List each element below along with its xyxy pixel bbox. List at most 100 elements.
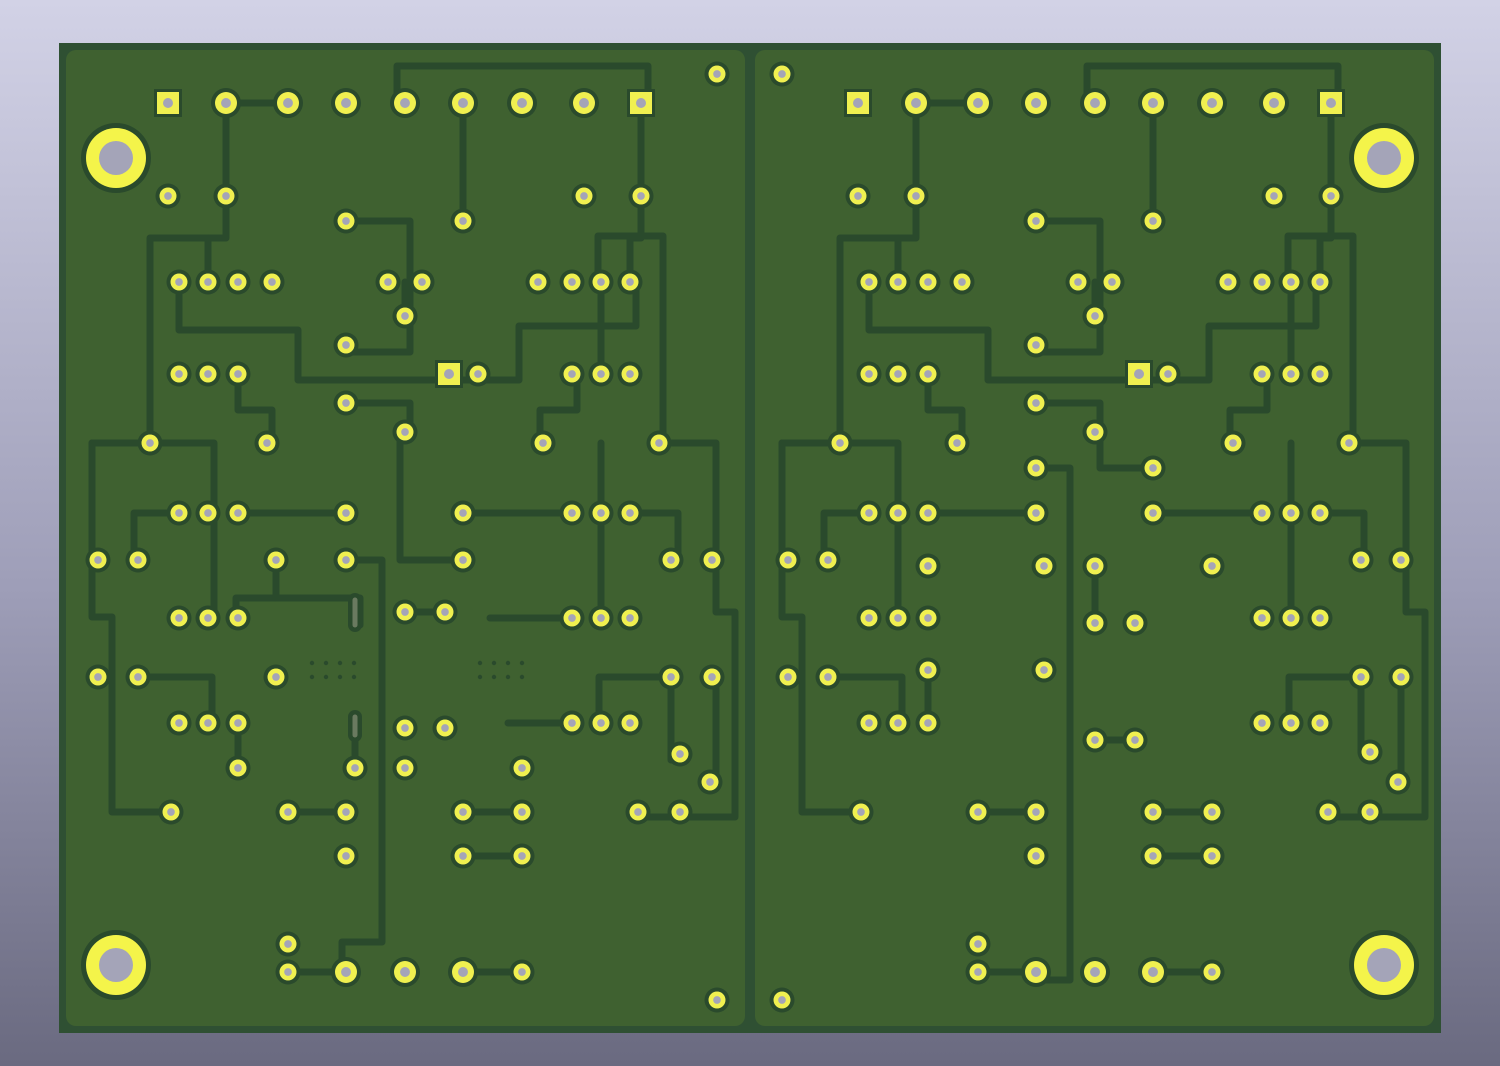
round-pad-icon — [1307, 605, 1333, 631]
round-pad-icon — [259, 269, 285, 295]
round-pad-icon — [342, 755, 368, 781]
copper-trace — [626, 509, 682, 564]
round-pad-icon — [617, 710, 643, 736]
round-pad-icon — [915, 361, 941, 387]
round-pad-icon — [1388, 664, 1414, 690]
copper-trace — [88, 439, 218, 622]
smd-dot — [491, 674, 497, 680]
round-pad-icon — [588, 710, 614, 736]
round-pad-icon — [1315, 799, 1341, 825]
round-pad-icon — [856, 500, 882, 526]
round-pad-icon — [333, 843, 359, 869]
round-pad-icon — [699, 547, 725, 573]
round-pad-icon — [769, 61, 795, 87]
copper-trace — [924, 370, 966, 447]
round-pad-icon — [1023, 208, 1049, 234]
copper-trace — [338, 556, 386, 976]
round-pad-icon — [915, 500, 941, 526]
copper-trace — [1316, 509, 1368, 564]
smd-dot — [309, 674, 315, 680]
round-pad-icon — [1082, 303, 1108, 329]
round-pad-icon — [166, 361, 192, 387]
round-pad-icon — [944, 430, 970, 456]
round-pad-icon — [617, 605, 643, 631]
round-pad-icon — [845, 183, 871, 209]
copper-trace — [130, 509, 183, 564]
round-pad-icon — [263, 664, 289, 690]
round-pad-icon — [195, 710, 221, 736]
round-pad-icon — [885, 710, 911, 736]
round-pad-icon — [1082, 727, 1108, 753]
copper-trace — [1135, 278, 1320, 384]
mounting-hole-layer — [81, 123, 1419, 1000]
round-pad-icon — [1336, 430, 1362, 456]
round-pad-icon — [1065, 269, 1091, 295]
round-pad-icon — [949, 269, 975, 295]
round-pad-icon — [333, 799, 359, 825]
round-pad-icon — [1278, 269, 1304, 295]
round-pad-icon — [1082, 553, 1108, 579]
round-pad-icon — [1140, 208, 1166, 234]
round-pad-icon — [333, 500, 359, 526]
round-pad-icon — [509, 799, 535, 825]
round-pad-icon — [1199, 799, 1225, 825]
round-pad-icon — [704, 987, 730, 1013]
round-pad-icon — [915, 605, 941, 631]
round-pad-icon — [965, 959, 991, 985]
round-pad-icon — [1138, 957, 1168, 987]
round-pad-icon — [965, 931, 991, 957]
round-pad-icon — [658, 664, 684, 690]
round-pad-icon — [450, 547, 476, 573]
round-pad-icon — [559, 500, 585, 526]
pad-layer — [85, 61, 1414, 1013]
round-pad-icon — [392, 715, 418, 741]
copper-trace — [595, 673, 675, 727]
round-pad-icon — [901, 88, 931, 118]
round-pad-icon — [1031, 553, 1057, 579]
round-pad-icon — [1385, 769, 1411, 795]
round-pad-icon — [915, 710, 941, 736]
round-pad-icon — [1140, 843, 1166, 869]
round-pad-icon — [390, 88, 420, 118]
smd-dot — [337, 674, 343, 680]
square-pad-icon — [154, 89, 182, 117]
round-pad-icon — [625, 799, 651, 825]
round-pad-icon — [166, 500, 192, 526]
round-pad-icon — [1023, 500, 1049, 526]
round-pad-icon — [275, 931, 301, 957]
round-pad-icon — [1278, 500, 1304, 526]
round-pad-icon — [1140, 799, 1166, 825]
mounting-hole-icon — [81, 930, 151, 1000]
square-pad-icon — [844, 89, 872, 117]
round-pad-icon — [1021, 88, 1051, 118]
mounting-hole-icon — [1349, 930, 1419, 1000]
round-pad-icon — [432, 599, 458, 625]
round-pad-icon — [885, 500, 911, 526]
round-pad-icon — [333, 332, 359, 358]
round-pad-icon — [392, 599, 418, 625]
round-pad-icon — [1249, 269, 1275, 295]
round-pad-icon — [450, 799, 476, 825]
round-pad-icon — [1199, 959, 1225, 985]
round-pad-icon — [225, 710, 251, 736]
round-pad-icon — [409, 269, 435, 295]
round-pad-icon — [158, 799, 184, 825]
mounting-hole-icon — [81, 123, 151, 193]
round-pad-icon — [1197, 88, 1227, 118]
round-pad-icon — [1082, 419, 1108, 445]
round-pad-icon — [569, 88, 599, 118]
round-pad-icon — [530, 430, 556, 456]
round-pad-icon — [275, 799, 301, 825]
round-pad-icon — [166, 605, 192, 631]
copper-trace — [146, 234, 212, 447]
round-pad-icon — [195, 361, 221, 387]
copper-trace — [824, 673, 906, 727]
round-pad-icon — [856, 269, 882, 295]
round-pad-icon — [571, 183, 597, 209]
round-pad-icon — [331, 957, 361, 987]
smd-dot — [351, 660, 357, 666]
round-pad-icon — [1307, 269, 1333, 295]
round-pad-icon — [1140, 455, 1166, 481]
